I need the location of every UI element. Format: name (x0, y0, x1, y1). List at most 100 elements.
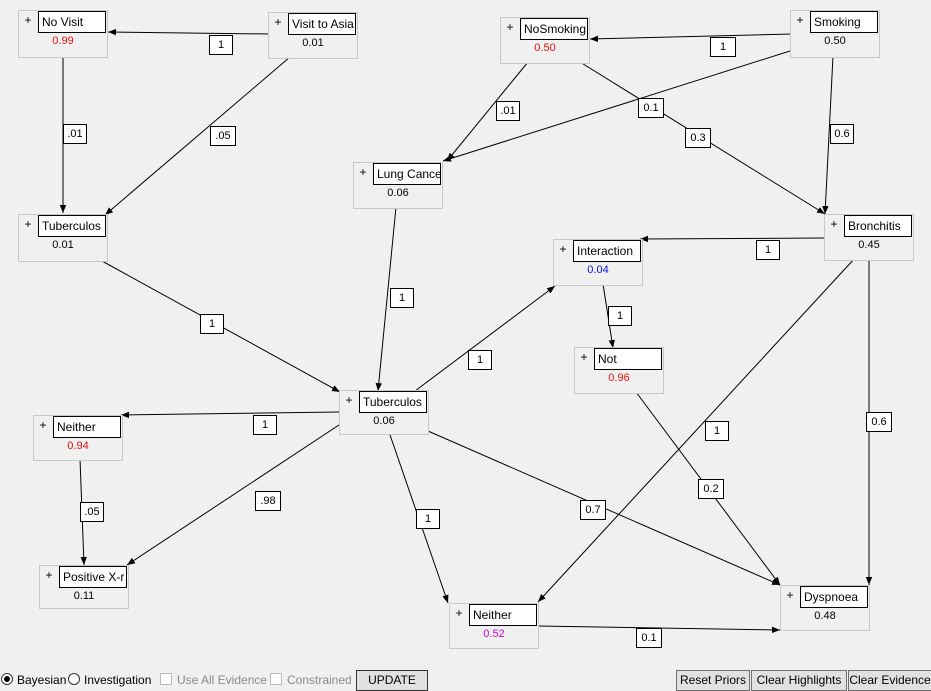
node-lung-cancer[interactable]: + Lung Cance 0.06 (353, 162, 443, 209)
edge-label-tb2-interaction[interactable]: 1 (468, 350, 492, 370)
expand-icon[interactable]: + (506, 20, 514, 34)
node-tuberculosis-center[interactable]: + Tuberculos 0.06 (339, 390, 429, 435)
node-title[interactable]: Interaction (573, 240, 641, 262)
node-title[interactable]: Dyspnoea (800, 586, 868, 608)
node-title[interactable]: Tuberculos (359, 391, 427, 413)
expand-icon[interactable]: + (359, 165, 367, 179)
constrained-checkbox[interactable]: Constrained (270, 671, 352, 689)
node-probability: 0.48 (814, 610, 836, 622)
node-probability: 0.01 (52, 239, 74, 251)
expand-icon[interactable]: + (786, 588, 794, 602)
edge-tb2-to-neither-left (120, 411, 342, 419)
edge-tb2-to-interaction (414, 285, 556, 392)
bayesian-label: Bayesian (17, 673, 67, 687)
node-probability: 0.04 (587, 264, 609, 276)
edge-label-smoking-bronch[interactable]: 0.6 (830, 124, 854, 144)
node-neither-bottom[interactable]: + Neither 0.52 (449, 603, 539, 649)
edge-label-visit-tb[interactable]: .05 (210, 126, 236, 146)
expand-icon[interactable]: + (345, 393, 353, 407)
node-probability: 0.45 (858, 239, 880, 251)
expand-icon[interactable]: + (274, 15, 282, 29)
edge-label-lung-tb2[interactable]: 1 (390, 288, 414, 308)
edge-smoking-to-nosmoking (589, 33, 793, 43)
edge-label-neither-xray[interactable]: .05 (80, 502, 104, 522)
node-bronchitis[interactable]: + Bronchitis 0.45 (824, 214, 914, 261)
node-not[interactable]: + Not 0.96 (574, 347, 664, 394)
edge-label-nosmoking-lung[interactable]: .01 (496, 101, 520, 121)
expand-icon[interactable]: + (830, 217, 838, 231)
edge-label-tb1-tb2[interactable]: 1 (200, 314, 224, 334)
node-no-visit[interactable]: + No Visit 0.99 (18, 10, 108, 58)
edge-bronch-to-interaction (639, 235, 826, 243)
edge-label-novisit-tb[interactable]: .01 (63, 124, 87, 144)
node-title[interactable]: Positive X-r (59, 566, 127, 588)
node-nosmoking[interactable]: + NoSmoking 0.50 (500, 17, 590, 64)
edge-label-tb2-neither-left[interactable]: 1 (253, 415, 277, 435)
edge-nosmoking-to-lung (446, 61, 529, 162)
clear-evidence-button[interactable]: Clear Evidence (848, 670, 931, 691)
clear-highlights-button[interactable]: Clear Highlights (751, 670, 847, 691)
node-probability: 0.06 (387, 187, 409, 199)
edge-label-not-dyspnoea[interactable]: 0.2 (698, 479, 724, 499)
node-title[interactable]: Lung Cance (373, 163, 441, 185)
node-probability: 0.01 (302, 37, 324, 49)
expand-icon[interactable]: + (580, 350, 588, 364)
expand-icon[interactable]: + (559, 242, 567, 256)
bayesian-radio[interactable]: Bayesian (1, 671, 66, 689)
node-visit-to-asia[interactable]: + Visit to Asia 0.01 (268, 12, 358, 59)
network-canvas[interactable]: 1 1 .01 .05 .01 0.1 0.3 0.6 1 1 1 1 1 1 … (0, 0, 931, 668)
node-title[interactable]: No Visit (38, 11, 106, 33)
reset-priors-button[interactable]: Reset Priors (676, 670, 750, 691)
expand-icon[interactable]: + (39, 418, 47, 432)
edge-label-interaction-not[interactable]: 1 (608, 306, 632, 326)
radio-unselected-icon[interactable] (68, 673, 80, 685)
investigation-radio[interactable]: Investigation (68, 671, 151, 689)
expand-icon[interactable]: + (45, 568, 53, 582)
node-tuberculosis-top[interactable]: + Tuberculos 0.01 (18, 214, 108, 262)
checkbox-icon[interactable] (160, 673, 172, 685)
node-title[interactable]: NoSmoking (520, 18, 588, 40)
node-title[interactable]: Not (594, 348, 662, 370)
node-title[interactable]: Neither (53, 416, 121, 438)
edge-label-bronch-dyspnoea[interactable]: 0.6 (866, 412, 892, 432)
edge-label-smoking-bronch-03[interactable]: 0.3 (685, 128, 711, 148)
edge-label-smoking-nosmoking[interactable]: 1 (710, 37, 736, 57)
edge-label-neither-dyspnoea[interactable]: 0.1 (636, 628, 662, 648)
node-probability: 0.96 (608, 372, 630, 384)
node-interaction[interactable]: + Interaction 0.04 (553, 239, 643, 286)
node-probability: 0.94 (67, 440, 89, 452)
expand-icon[interactable]: + (24, 13, 32, 27)
node-title[interactable]: Bronchitis (844, 215, 912, 237)
update-button[interactable]: UPDATE (356, 670, 428, 691)
edge-label-bronch-interaction[interactable]: 1 (756, 240, 780, 260)
node-neither-left[interactable]: + Neither 0.94 (33, 415, 123, 461)
expand-icon[interactable]: + (455, 606, 463, 620)
node-smoking[interactable]: + Smoking 0.50 (790, 10, 880, 58)
expand-icon[interactable]: + (24, 217, 32, 231)
node-probability: 0.50 (824, 35, 846, 47)
constrained-label: Constrained (287, 673, 352, 687)
node-probability: 0.50 (534, 42, 556, 54)
node-title[interactable]: Visit to Asia (288, 13, 356, 35)
edge-visit-to-novisit (107, 28, 271, 36)
edge-tb2-to-xray (126, 420, 346, 566)
edge-label-tb2-neither-bottom[interactable]: 1 (416, 509, 440, 529)
node-dyspnoea[interactable]: + Dyspnoea 0.48 (780, 585, 870, 631)
use-all-evidence-checkbox[interactable]: Use All Evidence (160, 671, 267, 689)
node-positive-xray[interactable]: + Positive X-r 0.11 (39, 565, 129, 609)
edge-visit-to-tb (104, 56, 291, 216)
node-title[interactable]: Smoking (810, 11, 878, 33)
node-title[interactable]: Neither (469, 604, 537, 626)
node-probability: 0.52 (483, 628, 505, 640)
edge-label-bronch-neither-bottom[interactable]: 1 (705, 421, 729, 441)
network-edges (59, 28, 873, 634)
expand-icon[interactable]: + (796, 13, 804, 27)
node-title[interactable]: Tuberculos (38, 215, 106, 237)
edge-label-visit-novisit[interactable]: 1 (209, 35, 233, 55)
checkbox-icon[interactable] (270, 673, 282, 685)
edge-smoking-to-bronch (822, 55, 834, 215)
edge-label-tb2-xray[interactable]: .98 (255, 491, 281, 511)
radio-selected-icon[interactable] (1, 673, 13, 685)
edge-label-nosmoking-bronch[interactable]: 0.1 (638, 98, 664, 118)
edge-label-tb2-dyspnoea[interactable]: 0.7 (580, 500, 606, 520)
